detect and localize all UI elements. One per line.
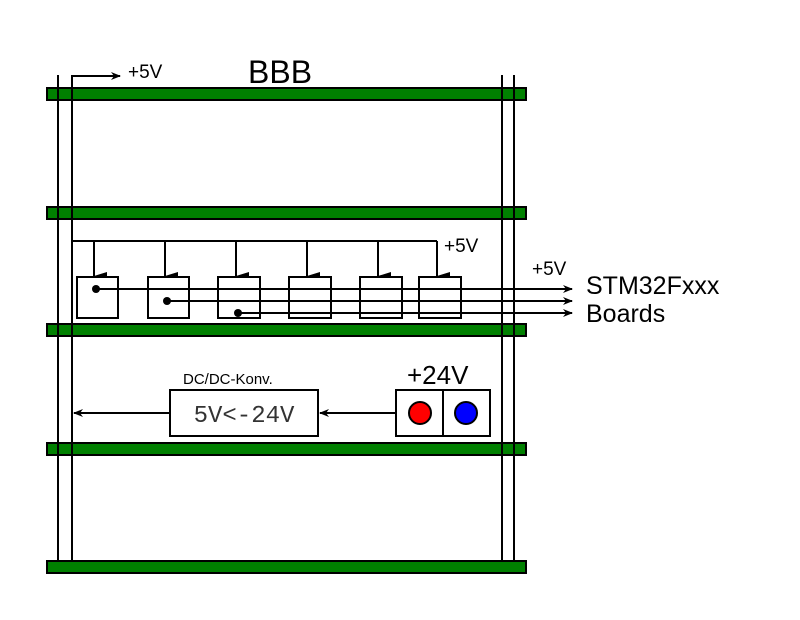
converter-text: 5V<-24V (194, 403, 295, 430)
rails (57, 75, 515, 561)
output-target-line2: Boards (586, 300, 665, 328)
negative-terminal (454, 401, 478, 425)
board-5 (46, 560, 527, 574)
switches (76, 276, 462, 319)
distribution-supply-label: +5V (444, 236, 479, 257)
switch-5 (359, 276, 403, 319)
board-2 (46, 206, 527, 220)
board-3 (46, 323, 527, 337)
output-target-line1: STM32Fxxx (586, 272, 720, 300)
input-supply-label: +24V (407, 360, 469, 390)
board-1 (46, 87, 527, 101)
converter-box (169, 389, 319, 437)
top-supply-arrow (71, 72, 121, 88)
contact-1 (92, 285, 100, 293)
output-lines (96, 285, 573, 317)
title: BBB (248, 54, 312, 90)
output-supply-label: +5V (532, 259, 567, 280)
boards (46, 87, 527, 574)
switch-6 (418, 276, 462, 319)
distribution-bus (72, 240, 450, 280)
switch-contacts (92, 285, 242, 317)
top-supply-label: +5V (128, 62, 163, 83)
switch-1 (76, 276, 119, 319)
board-4 (46, 442, 527, 456)
positive-terminal (408, 401, 432, 425)
contact-3 (234, 309, 242, 317)
switch-4 (288, 276, 332, 319)
converter-caption: DC/DC-Konv. (183, 371, 273, 388)
contact-2 (163, 297, 171, 305)
